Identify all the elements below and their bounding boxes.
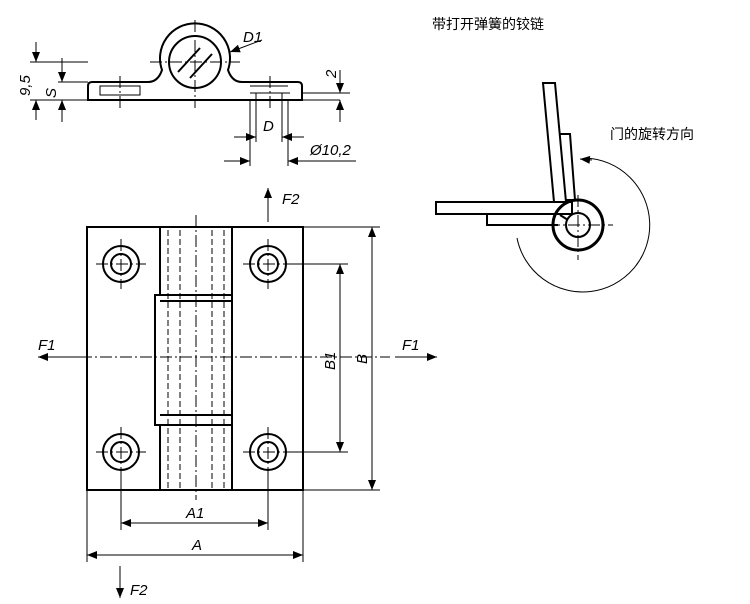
diagram-title: 带打开弹簧的铰链 xyxy=(432,17,544,33)
mounting-holes xyxy=(96,239,293,477)
f2-bottom-label: F2 xyxy=(130,582,148,599)
f1-right-label: F1 xyxy=(402,337,420,354)
a-label: A xyxy=(191,537,202,554)
diameter-label: Ø10,2 xyxy=(309,142,352,159)
rotation-arrow-icon xyxy=(579,155,593,164)
height-label: 9,5 xyxy=(17,74,34,96)
side-view: D1 9,5 S 2 D Ø10,2 xyxy=(17,20,356,166)
d-label: D xyxy=(263,118,274,135)
f1-left-label: F1 xyxy=(38,337,56,354)
a1-label: A1 xyxy=(185,505,204,522)
f2-top-label: F2 xyxy=(282,191,300,208)
b-label: B xyxy=(354,354,371,364)
front-view: A1 A B1 B F1 F1 F2 F2 xyxy=(38,188,437,599)
spring-hinge-schematic xyxy=(435,82,651,293)
s-label: S xyxy=(43,88,60,98)
rotation-direction-label: 门的旋转方向 xyxy=(610,127,694,143)
d1-label: D1 xyxy=(243,29,262,46)
rotation-arc xyxy=(516,157,651,293)
b1-label: B1 xyxy=(322,352,339,370)
two-label: 2 xyxy=(323,69,340,79)
